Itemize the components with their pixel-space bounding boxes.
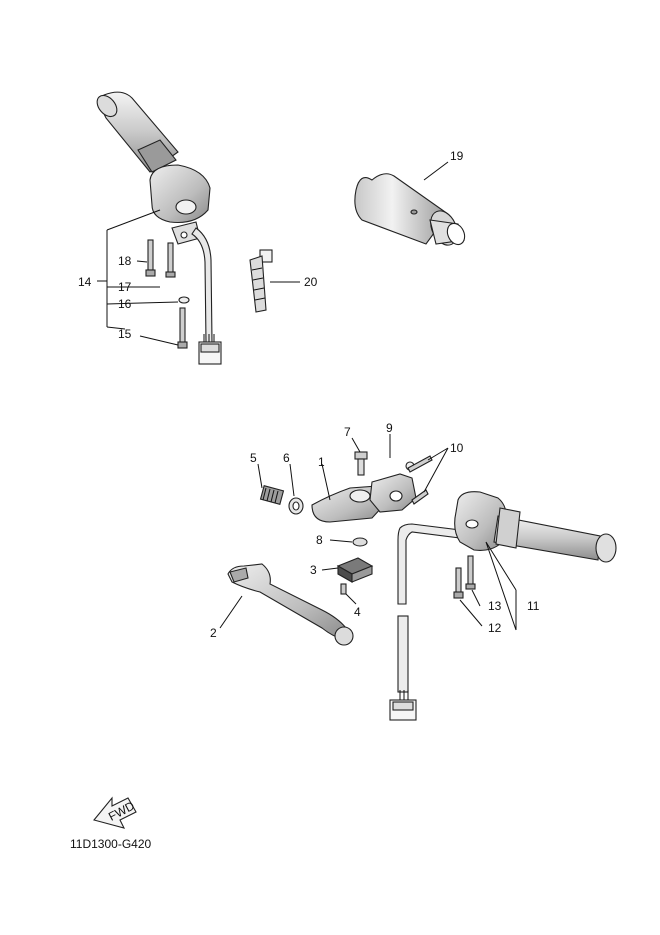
callout-9: 9 bbox=[386, 421, 393, 435]
callout-13: 13 bbox=[488, 599, 502, 613]
callout-6: 6 bbox=[283, 451, 290, 465]
right-grip-switch-assembly bbox=[389, 491, 617, 721]
callout-10: 10 bbox=[450, 441, 464, 455]
callout-5: 5 bbox=[250, 451, 257, 465]
callout-15: 15 bbox=[118, 327, 132, 341]
callout-12: 12 bbox=[488, 621, 502, 635]
callout-1: 1 bbox=[318, 455, 325, 469]
callout-7: 7 bbox=[344, 425, 351, 439]
callout-2: 2 bbox=[210, 626, 217, 640]
callout-3: 3 bbox=[310, 563, 317, 577]
callout-4: 4 bbox=[354, 605, 361, 619]
callout-18: 18 bbox=[118, 254, 132, 268]
grip-part-19 bbox=[354, 161, 466, 246]
callout-16: 16 bbox=[118, 297, 132, 311]
callout-8: 8 bbox=[316, 533, 323, 547]
cable-tie-part-20 bbox=[249, 249, 300, 313]
callout-14: 14 bbox=[78, 275, 92, 289]
lever-part-2 bbox=[219, 563, 354, 646]
callout-labels: 1 2 3 4 5 6 7 8 9 10 11 12 13 14 15 16 1… bbox=[78, 149, 540, 640]
callout-20: 20 bbox=[304, 275, 318, 289]
fwd-arrow-icon: FWD bbox=[93, 796, 137, 829]
left-grip-switch-assembly bbox=[96, 91, 222, 365]
callout-17: 17 bbox=[118, 280, 132, 294]
callout-19: 19 bbox=[450, 149, 464, 163]
diagram-code: 11D1300-G420 bbox=[70, 837, 151, 851]
callout-11: 11 bbox=[527, 599, 540, 613]
lever-holder-assembly bbox=[257, 434, 449, 605]
